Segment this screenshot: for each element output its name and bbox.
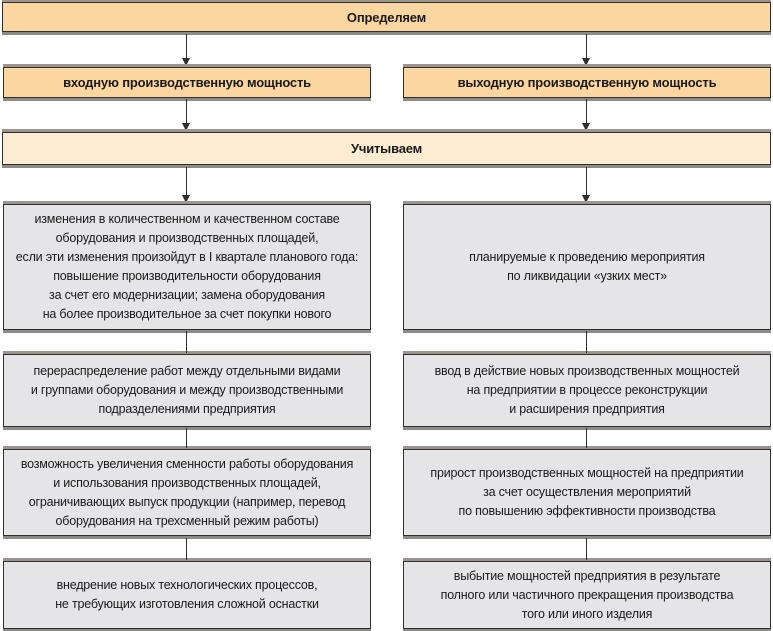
left-item-1-text: изменения в количественном и качественно… — [15, 212, 359, 321]
connector-line-left-rows-2-3 — [186, 428, 187, 448]
right-item-2: ввод в действие новых производственных м… — [403, 354, 771, 427]
connector-line-right-rows-1-2 — [586, 331, 587, 353]
left-item-3-text: возможность увеличения сменности работы … — [20, 456, 354, 528]
connector-line-right-rows-3-4 — [586, 538, 587, 560]
left-item-1: изменения в количественном и качественно… — [3, 204, 371, 330]
left-item-2: перераспределение работ между отдельными… — [3, 354, 371, 427]
right-item-1-text: планируемые к проведению мероприятия по … — [469, 250, 705, 283]
arrow-down-right-to-row1 — [582, 167, 590, 203]
input-capacity-box: входную производственную мощность — [3, 67, 371, 98]
arrow-down-right-to-consider — [582, 99, 590, 131]
right-item-2-text: ввод в действие новых производственных м… — [434, 364, 740, 416]
left-item-4: внедрение новых технологических процессо… — [3, 561, 371, 629]
input-capacity-label: входную производственную мощность — [63, 75, 311, 90]
left-item-3: возможность увеличения сменности работы … — [3, 449, 371, 536]
connector-line-left-rows-3-4 — [186, 538, 187, 560]
right-item-1: планируемые к проведению мероприятия по … — [403, 204, 771, 330]
arrow-down-left-to-consider — [182, 99, 190, 131]
left-item-4-text: внедрение новых технологических процессо… — [55, 578, 319, 611]
output-capacity-box: выходную производственную мощность — [403, 67, 771, 98]
consider-header-bar: Учитываем — [2, 132, 771, 165]
define-header-bar: Определяем — [2, 2, 771, 32]
left-item-2-text: перераспределение работ между отдельными… — [30, 364, 344, 416]
arrow-down-to-output-capacity — [582, 34, 590, 66]
arrow-down-left-to-row1 — [182, 167, 190, 203]
right-item-4-text: выбытие мощностей предприятия в результа… — [440, 568, 734, 621]
connector-line-left-rows-1-2 — [186, 331, 187, 353]
connector-line-right-rows-2-3 — [586, 428, 587, 448]
consider-header-label: Учитываем — [350, 141, 423, 156]
right-item-3-text: прирост производственных мощностей на пр… — [430, 466, 744, 518]
right-item-3: прирост производственных мощностей на пр… — [403, 449, 771, 536]
right-item-4: выбытие мощностей предприятия в результа… — [403, 561, 771, 629]
define-header-label: Определяем — [346, 9, 427, 25]
output-capacity-label: выходную производственную мощность — [457, 75, 717, 90]
arrow-down-to-input-capacity — [182, 34, 190, 66]
